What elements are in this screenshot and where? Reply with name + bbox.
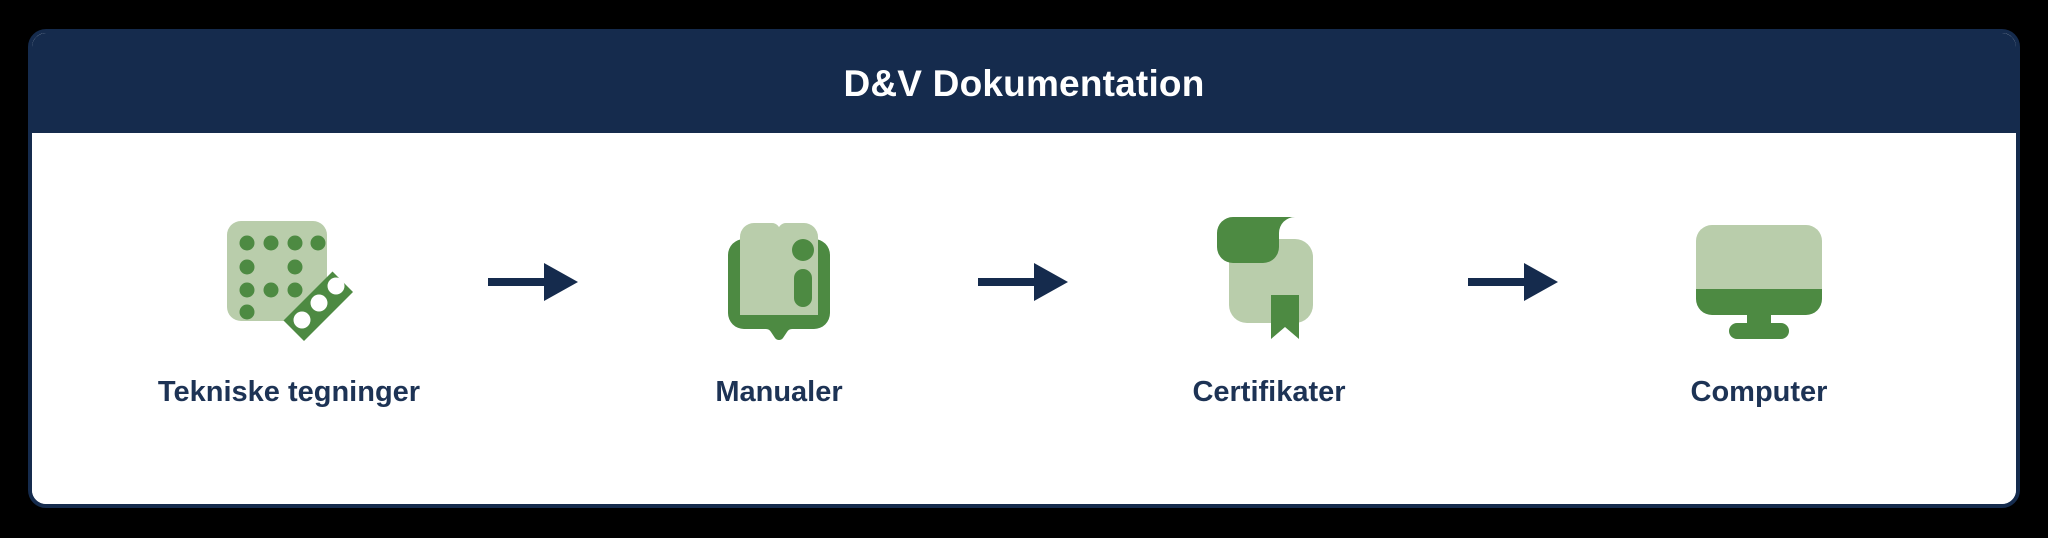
certificate-scroll-icon: [1209, 217, 1329, 340]
manual-book-icon: [718, 220, 840, 340]
flow-step-label: Tekniske tegninger: [157, 376, 421, 408]
computer-monitor-icon: [1692, 220, 1826, 340]
card-body: Tekniske tegninger: [32, 133, 2016, 504]
flow-connector-1: [439, 259, 629, 305]
flow-step-computer[interactable]: Computer: [1609, 220, 1909, 407]
flow-connector-3: [1419, 259, 1609, 305]
documentation-card: D&V Dokumentation: [28, 29, 2020, 508]
page-title: D&V Dokumentation: [843, 62, 1205, 104]
arrow-right-icon: [978, 262, 1068, 301]
flow-step-manualer[interactable]: Manualer: [629, 220, 929, 407]
flow-step-label: Manualer: [715, 376, 843, 408]
flow-step-certifikater[interactable]: Certifikater: [1119, 217, 1419, 408]
flow-step-label: Computer: [1690, 376, 1828, 408]
flow-step-label: Certifikater: [1192, 376, 1346, 408]
process-flow: Tekniske tegninger: [60, 217, 1988, 408]
arrow-right-icon: [488, 262, 578, 301]
flow-connector-2: [929, 259, 1119, 305]
arrow-right-icon: [1468, 262, 1558, 301]
technical-drawing-icon: [219, 220, 359, 341]
card-header: D&V Dokumentation: [32, 33, 2016, 133]
flow-step-tekniske-tegninger[interactable]: Tekniske tegninger: [139, 220, 439, 407]
